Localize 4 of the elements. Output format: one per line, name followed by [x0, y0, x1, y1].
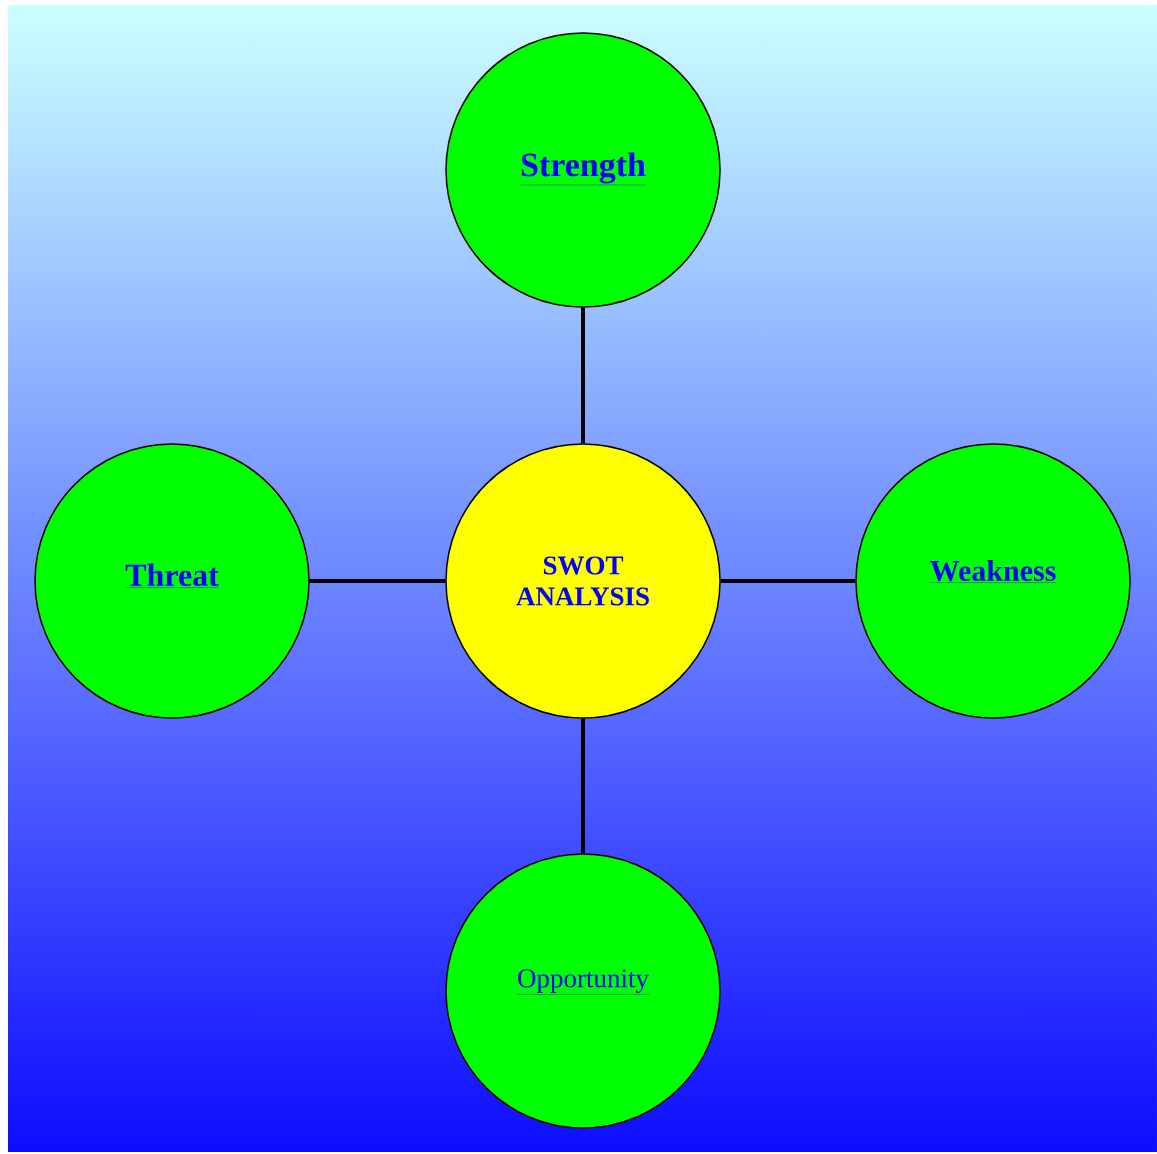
connector-line	[581, 307, 585, 444]
connector-line	[309, 579, 446, 583]
connector-line	[720, 579, 856, 583]
connector-line	[581, 718, 585, 854]
